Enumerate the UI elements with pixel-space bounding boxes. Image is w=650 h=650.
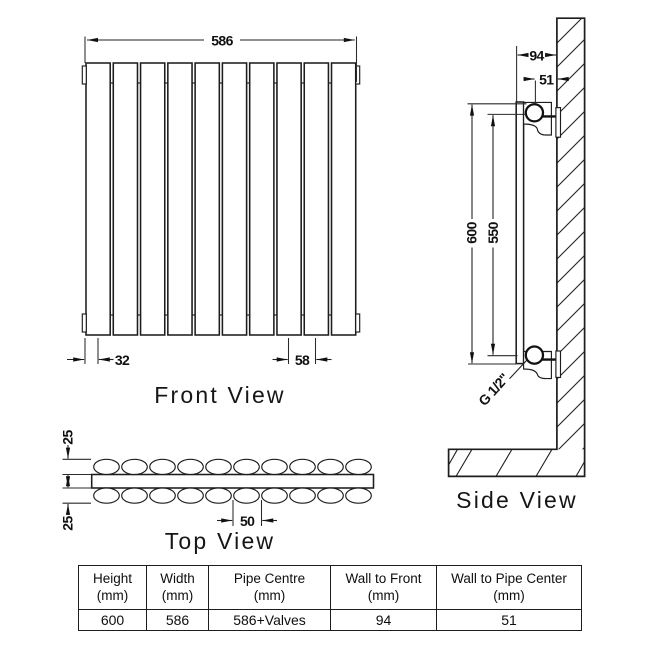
- oval-tube: [177, 458, 204, 476]
- oval-tube: [345, 487, 372, 504]
- radiator-panel: [248, 62, 275, 336]
- oval-tube: [317, 458, 344, 476]
- collector-body: [90, 473, 375, 489]
- floor-hatch-line: [575, 461, 586, 477]
- mounting-tab: [355, 65, 361, 85]
- oval-tube: [205, 487, 232, 504]
- col-title: Wall to Front: [345, 570, 422, 586]
- radiator-panel: [194, 62, 221, 336]
- col-header-wall-to-pipe-center: Wall to Pipe Center (mm): [436, 565, 582, 610]
- top-view-label: Top View: [165, 528, 276, 554]
- oval-tube: [261, 487, 288, 504]
- oval-tube: [149, 458, 176, 476]
- floor-hatch-line: [535, 449, 553, 477]
- col-title: Wall to Pipe Center: [451, 570, 567, 586]
- oval-tube: [205, 458, 232, 476]
- oval-tube: [121, 458, 148, 476]
- top-pipe-connection: [524, 103, 545, 123]
- dim-depth-bottom-label: 25: [60, 516, 76, 531]
- radiator-panel: [167, 62, 193, 336]
- bottom-bracket-wall-plate: [555, 350, 562, 378]
- col-header-width: Width (mm): [146, 565, 209, 610]
- oval-tube: [345, 458, 372, 476]
- radiator-side-profile: [515, 101, 525, 365]
- col-title: Height: [92, 570, 133, 586]
- col-title: Width: [160, 570, 195, 586]
- dim-left-offset-label: 32: [115, 352, 130, 368]
- radiator-panel: [330, 62, 357, 336]
- mounting-tab: [355, 313, 361, 333]
- col-header-height: Height (mm): [78, 565, 147, 610]
- oval-tube: [93, 458, 120, 476]
- side-view-drawing: 94 51 600 550 G 1/2" Side View: [447, 17, 586, 513]
- top-view-drawing: 25 25 50 Top View: [60, 430, 375, 554]
- radiator-panel: [276, 62, 302, 336]
- value-wall-to-front: 94: [330, 609, 437, 631]
- oval-tube: [93, 487, 120, 504]
- oval-tube: [121, 487, 148, 504]
- col-unit: (mm): [367, 587, 400, 603]
- spec-table-header-row: Height (mm) Width (mm) Pipe Centre (mm) …: [78, 565, 582, 610]
- dim-width-label: 586: [211, 33, 233, 49]
- radiator-panel: [139, 62, 166, 336]
- top-bracket-wall-plate: [555, 107, 562, 138]
- radiator-panel: [85, 62, 111, 336]
- radiator-panel: [303, 62, 330, 336]
- oval-tube: [233, 487, 260, 504]
- front-view-drawing: 586 32 58 Front View: [67, 33, 361, 408]
- col-unit: (mm): [493, 587, 525, 603]
- dim-wall-to-pipe-label: 51: [539, 71, 554, 87]
- radiator-panel: [112, 62, 139, 336]
- wall-hatching: [556, 18, 585, 450]
- floor-hatch-line: [448, 449, 458, 466]
- oval-tube: [177, 487, 204, 504]
- col-unit: (mm): [96, 587, 129, 603]
- dim-wall-to-front-label: 94: [529, 47, 544, 63]
- oval-tube: [317, 487, 344, 504]
- radiator-panel: [221, 62, 248, 336]
- oval-tube: [233, 458, 260, 476]
- col-header-pipe-centre: Pipe Centre (mm): [208, 565, 331, 610]
- dim-height-label: 600: [464, 221, 480, 243]
- oval-tube: [289, 487, 316, 504]
- spec-table: Height (mm) Width (mm) Pipe Centre (mm) …: [78, 565, 582, 631]
- bottom-pipe-connection: [524, 345, 545, 365]
- dim-pipe-centres-label: 550: [485, 221, 501, 243]
- col-unit: (mm): [253, 587, 286, 603]
- col-header-wall-to-front: Wall to Front (mm): [330, 565, 437, 610]
- mounting-tab: [81, 65, 87, 85]
- value-pipe-centre: 586+Valves: [208, 609, 331, 631]
- col-unit: (mm): [161, 587, 194, 603]
- spec-table-value-row: 600 586 586+Valves 94 51: [78, 609, 582, 631]
- front-view-label: Front View: [154, 382, 286, 408]
- dim-pipe-pitch-label: 50: [240, 513, 255, 529]
- value-height: 600: [78, 609, 147, 631]
- side-view-label: Side View: [456, 487, 578, 513]
- value-width: 586: [146, 609, 209, 631]
- oval-tube: [149, 487, 176, 504]
- dim-depth-top-label: 25: [60, 430, 76, 445]
- dim-right-offset-label: 58: [295, 352, 310, 368]
- value-wall-to-pipe-center: 51: [436, 609, 582, 631]
- col-title: Pipe Centre: [233, 570, 306, 586]
- oval-tube: [261, 458, 288, 476]
- mounting-tab: [81, 313, 87, 333]
- floor-hatch-line: [495, 449, 513, 477]
- floor-hatching: [448, 449, 586, 477]
- floor-hatch-line: [455, 449, 473, 477]
- pipe-thread-label: G 1/2": [475, 370, 512, 408]
- oval-tube: [289, 458, 316, 476]
